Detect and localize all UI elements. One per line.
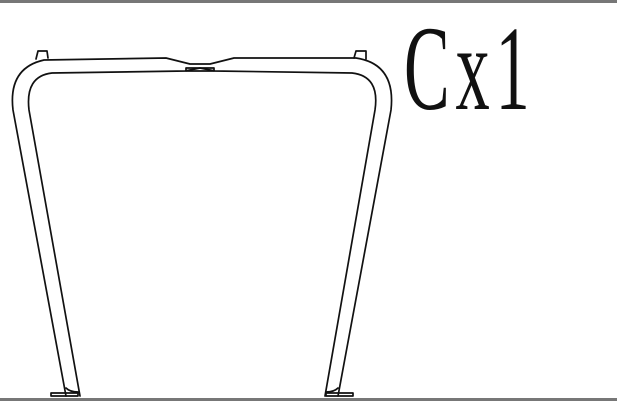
left-foot-plate [50,392,79,397]
part-label: Cx1 [404,1,536,136]
frame-inner-outline [27,67,377,397]
right-mount-tab [353,50,367,60]
bottom-border-rule [0,398,617,401]
frame-outer-outline [11,57,393,397]
top-border-rule [0,0,617,3]
left-foot-bend [65,387,79,393]
right-foot-plate [325,392,354,397]
left-mount-tab [35,50,49,60]
top-center-plate [185,67,215,72]
right-foot-bend [325,387,339,393]
